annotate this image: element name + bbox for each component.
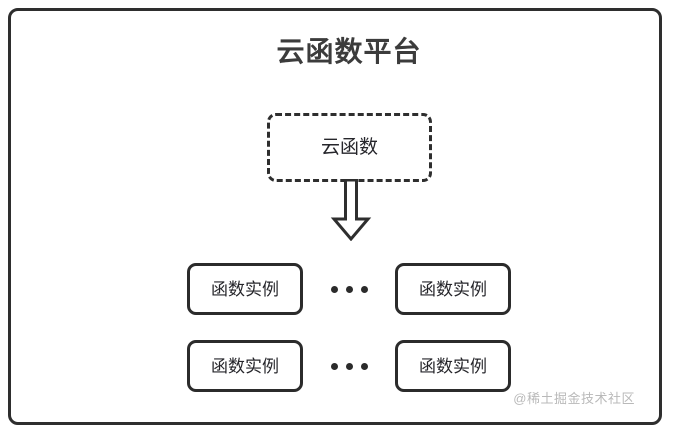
ellipsis-dot [345,285,353,293]
function-instance-label: 函数实例 [211,356,279,376]
ellipsis-dot [330,285,338,293]
cloud-function-platform-frame: 云函数平台 云函数 函数实例 函数实例 函数实例 [8,8,662,425]
ellipsis-icon [303,340,395,392]
ellipsis-dot [330,362,338,370]
ellipsis-icon [303,263,395,315]
function-instance-row-2: 函数实例 函数实例 [11,339,676,393]
cloud-function-label: 云函数 [320,137,378,158]
cloud-function-node: 云函数 [267,113,432,182]
ellipsis-dot [345,362,353,370]
watermark-text: @稀土掘金技术社区 [513,391,635,406]
ellipsis-dot [360,362,368,370]
function-instance-label: 函数实例 [419,279,487,299]
function-instance-label: 函数实例 [419,356,487,376]
down-block-arrow-icon [327,178,375,242]
function-instance-row-1: 函数实例 函数实例 [11,262,676,316]
function-instance-box[interactable]: 函数实例 [395,263,511,315]
ellipsis-dot [360,285,368,293]
function-instance-box[interactable]: 函数实例 [395,340,511,392]
function-instance-box[interactable]: 函数实例 [187,340,303,392]
function-instance-label: 函数实例 [211,279,279,299]
function-instance-box[interactable]: 函数实例 [187,263,303,315]
page-title: 云函数平台 [276,36,422,67]
